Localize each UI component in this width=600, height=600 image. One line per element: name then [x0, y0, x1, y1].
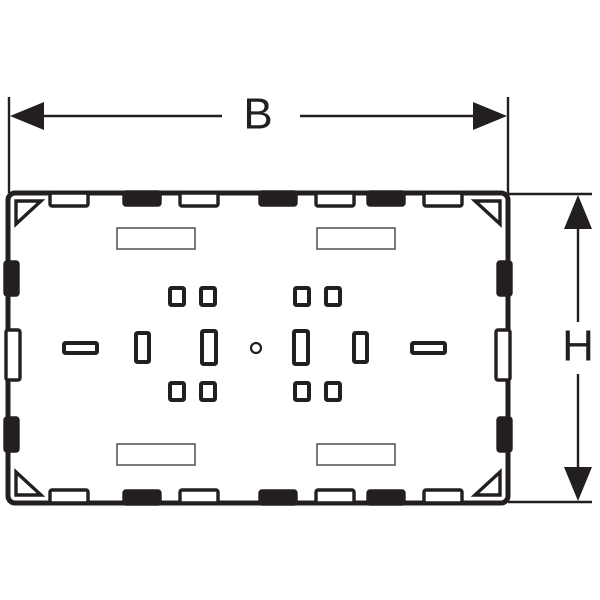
square-cutout-6 [199, 381, 217, 402]
inner-panels-group [116, 227, 396, 466]
arrowhead-right-icon [473, 102, 507, 130]
corner-bracket-bottom-left-icon [14, 468, 46, 497]
tall-slot-3 [292, 329, 310, 366]
corner-bracket-bottom-right-icon [470, 468, 502, 497]
edge-tab-top-5 [314, 191, 356, 208]
edge-tab-bottom-1 [48, 488, 90, 505]
panel-body-group [3, 190, 513, 506]
corner-bracket-top-right-icon [470, 199, 502, 228]
edge-tab-left-1 [3, 260, 20, 297]
square-cutout-4 [324, 286, 342, 307]
edge-tab-bottom-7 [422, 488, 464, 505]
edge-tab-bottom-6 [366, 489, 406, 506]
top-edge-tabs-group [48, 190, 464, 208]
edge-tab-left-3 [3, 416, 20, 453]
arrowhead-down-icon [564, 467, 592, 501]
square-cutout-5 [168, 381, 186, 402]
edge-tab-bottom-5 [314, 488, 356, 505]
edge-tab-top-2 [122, 190, 162, 207]
square-cutout-8 [324, 381, 342, 402]
small-square-cutouts-group [168, 286, 342, 402]
square-cutout-7 [293, 381, 311, 402]
tall-slot-1 [134, 331, 151, 364]
tall-slot-2 [200, 329, 218, 366]
edge-tab-bottom-4 [258, 489, 298, 506]
corner-bracket-top-left-icon [14, 199, 46, 228]
left-edge-tabs-group [3, 260, 22, 453]
edge-tab-right-1 [496, 260, 513, 297]
edge-tab-right-3 [496, 416, 513, 453]
bottom-edge-tabs-group [48, 488, 464, 506]
right-edge-tabs-group [494, 260, 513, 453]
center-hole-icon [249, 341, 263, 355]
edge-tab-top-1 [48, 191, 90, 208]
inner-panel-top-right [316, 227, 396, 250]
inner-panel-bottom-left [116, 443, 196, 466]
side-slot-left [62, 341, 99, 355]
height-dimension-label: H [562, 322, 594, 371]
side-slot-cutouts-group [62, 341, 447, 355]
inner-panel-bottom-right [316, 443, 396, 466]
square-cutout-3 [293, 286, 311, 307]
tall-slot-4 [352, 331, 369, 364]
edge-tab-bottom-2 [122, 489, 162, 506]
height-dimension-group: H [508, 192, 594, 504]
square-cutout-1 [168, 286, 186, 307]
width-dimension-group: B [7, 90, 510, 193]
edge-tab-top-3 [178, 191, 220, 208]
edge-tab-left-2 [4, 328, 22, 382]
arrowhead-up-icon [564, 195, 592, 229]
edge-tab-right-2 [494, 328, 512, 382]
inner-panel-top-left [116, 227, 196, 250]
edge-tab-top-7 [422, 191, 464, 208]
edge-tab-bottom-3 [178, 488, 220, 505]
corner-brackets-group [14, 199, 502, 497]
arrowhead-left-icon [10, 102, 44, 130]
square-cutout-2 [199, 286, 217, 307]
edge-tab-top-6 [366, 190, 406, 207]
edge-tab-top-4 [258, 190, 298, 207]
side-slot-right [410, 341, 447, 355]
width-dimension-label: B [243, 90, 272, 139]
tall-slot-cutouts-group [134, 329, 369, 366]
